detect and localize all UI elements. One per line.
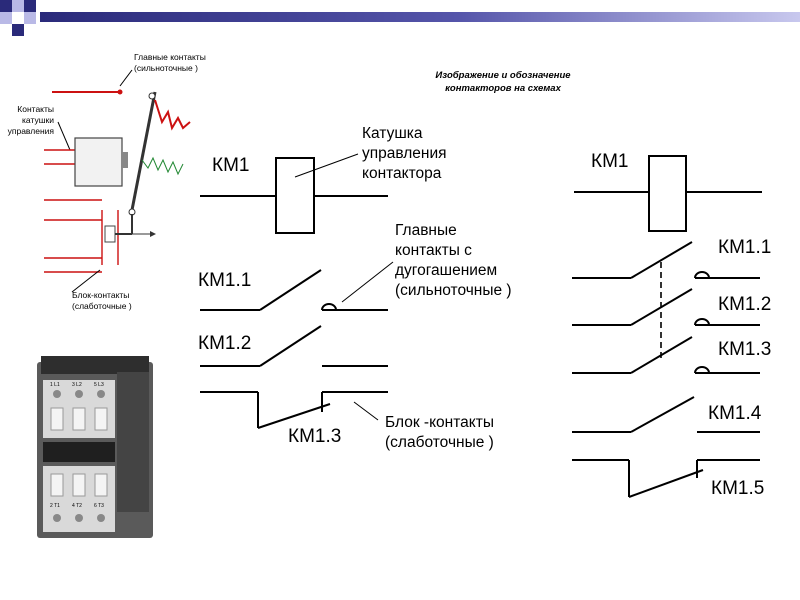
mid-coil-pointer (294, 153, 359, 178)
sketch-main-contact-dot (117, 89, 123, 95)
terminal-slot (94, 407, 108, 431)
sketch-main-contacts-line-2: (сильноточные ) (134, 63, 198, 73)
right-contact-3-label: КМ1.3 (718, 339, 772, 360)
mid-km11-arc (321, 303, 337, 311)
page-title: Изображение и обозначение контакторов на… (418, 69, 588, 95)
left-sketch (44, 69, 191, 293)
right-km12-arc (694, 318, 710, 326)
sketch-coil-contacts-line-1: Контакты (17, 104, 54, 114)
header-square-6 (12, 24, 24, 36)
sketch-coil-body (74, 137, 123, 187)
contactor-side-module (117, 372, 149, 512)
mid-contact-3-label: КМ1.3 (288, 426, 342, 447)
mid-main-desc-line-1: Главные (395, 222, 457, 239)
right-km15-blade (628, 469, 704, 498)
sketch-lever (130, 91, 157, 211)
sketch-aux-arrowhead (150, 231, 156, 237)
sketch-arc-spark (154, 99, 191, 131)
sketch-coil-pointer (57, 121, 71, 151)
mid-coil-description: Катушка управления контактора (362, 124, 447, 184)
mid-km13-blade (257, 403, 331, 429)
header-gradient (40, 12, 800, 22)
terminal-label-top-1: 1 L1 (50, 382, 60, 388)
mid-aux-desc-line-1: Блок -контакты (385, 414, 494, 431)
mid-km11-blade (259, 269, 322, 311)
right-km13-arc (694, 366, 710, 374)
terminal-label-bottom-3: 6 T3 (94, 503, 104, 509)
terminal-slot (72, 407, 86, 431)
mid-contact-1-label: КМ1.1 (198, 270, 252, 291)
terminal-label-bottom-1: 2 T1 (50, 503, 60, 509)
header-square-5 (24, 12, 36, 24)
terminal-label-top-3: 5 L3 (94, 382, 104, 388)
mid-main-contacts-description: Главные контакты с дугогашением (сильнот… (395, 221, 512, 301)
terminal-screw (97, 390, 105, 398)
sketch-main-contacts-line-1: Главные контакты (134, 52, 206, 62)
sketch-aux-contacts-line-1: Блок-контакты (72, 290, 130, 300)
mid-coil-desc-line-2: управления (362, 145, 447, 162)
right-km11-blade (630, 241, 693, 279)
sketch-aux-contacts-label: Блок-контакты (слаботочные ) (72, 290, 132, 312)
sketch-lever-pivot-top (148, 92, 156, 100)
terminal-slot (94, 473, 108, 497)
mid-aux-contacts-description: Блок -контакты (слаботочные ) (385, 413, 494, 453)
mid-coil-label: КМ1 (212, 155, 250, 176)
sketch-aux-contacts-line-2: (слаботочные ) (72, 301, 132, 311)
header-square-4 (0, 12, 12, 24)
sketch-coil-contacts-line-3: управления (7, 126, 54, 136)
mid-aux-desc-line-2: (слаботочные ) (385, 434, 494, 451)
contactor-label-strip (43, 442, 115, 462)
header-square-2 (12, 0, 24, 12)
mid-aux-pointer (353, 401, 379, 421)
sketch-aux-pointer (71, 269, 101, 293)
right-coil-label: КМ1 (591, 151, 629, 172)
terminal-slot (50, 407, 64, 431)
mid-main-desc-line-3: дугогашением (395, 262, 498, 279)
sketch-coil-core (122, 152, 128, 168)
page-title-line-1: Изображение и обозначение (435, 70, 571, 81)
mid-coil-desc-line-1: Катушка (362, 125, 423, 142)
header-bar (0, 0, 800, 38)
terminal-slot (50, 473, 64, 497)
mid-main-pointer (341, 261, 394, 303)
terminal-screw (97, 514, 105, 522)
mid-coil-desc-line-3: контактора (362, 165, 442, 182)
mid-main-desc-line-2: контакты с (395, 242, 472, 259)
contactor-top-face (41, 356, 149, 374)
terminal-screw (75, 514, 83, 522)
terminal-screw (75, 390, 83, 398)
right-contact-1-label: КМ1.1 (718, 237, 772, 258)
right-contact-4-label: КМ1.4 (708, 403, 762, 424)
right-contact-2-label: КМ1.2 (718, 294, 772, 315)
right-diagram (572, 155, 762, 498)
terminal-label-bottom-2: 4 T2 (72, 503, 82, 509)
contactor-photo: 1 L1 3 L2 5 L3 2 T1 4 T2 6 T3 (37, 356, 153, 538)
terminal-screw (53, 390, 61, 398)
mid-main-desc-line-4: (сильноточные ) (395, 282, 512, 299)
terminal-screw (53, 514, 61, 522)
header-square-1 (0, 0, 12, 12)
sketch-coil-contacts-line-2: катушки (22, 115, 54, 125)
mid-km12-blade (259, 325, 322, 367)
header-square-3 (24, 0, 36, 12)
right-km11-arc (694, 271, 710, 279)
sketch-spring (141, 156, 184, 176)
sketch-main-contacts-label: Главные контакты (сильноточные ) (134, 52, 206, 74)
sketch-label-pointer (119, 69, 133, 87)
page-title-line-2: контакторов на схемах (445, 83, 561, 94)
mid-coil-rect (275, 157, 315, 234)
middle-diagram (200, 153, 394, 429)
terminal-label-top-2: 3 L2 (72, 382, 82, 388)
sketch-aux-block (104, 225, 116, 243)
right-contact-5-label: КМ1.5 (711, 478, 765, 499)
mid-contact-2-label: КМ1.2 (198, 333, 252, 354)
sketch-coil-contacts-label: Контакты катушки управления (2, 104, 54, 137)
right-km14-blade (630, 396, 695, 433)
right-coil-rect (648, 155, 687, 232)
terminal-slot (72, 473, 86, 497)
